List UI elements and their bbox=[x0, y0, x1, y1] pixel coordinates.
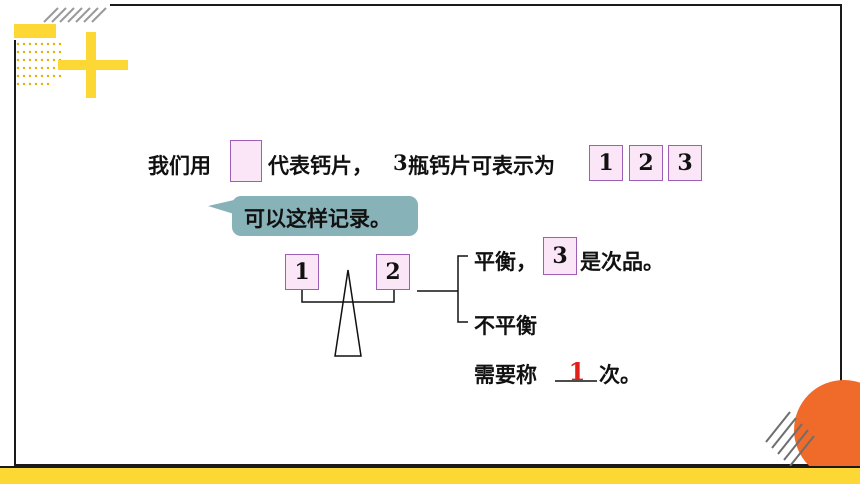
speech-bubble-text: 可以这样记录。 bbox=[244, 207, 391, 231]
bottle-box-3: 3 bbox=[668, 145, 702, 181]
balanced-suffix: 是次品。 bbox=[580, 250, 664, 274]
unbalanced-label: 不平衡 bbox=[474, 314, 537, 338]
weigh-prefix: 需要称 bbox=[474, 363, 537, 387]
bottle-box-1: 1 bbox=[589, 145, 623, 181]
bottom-right-decoration bbox=[765, 380, 860, 466]
weigh-suffix: 次。 bbox=[599, 363, 641, 387]
weigh-answer: 1 bbox=[568, 357, 586, 386]
scale-beam bbox=[301, 288, 395, 303]
calcium-tablet-symbol-box bbox=[230, 140, 262, 182]
scale-right-box: 2 bbox=[376, 254, 410, 290]
speech-bubble bbox=[232, 196, 418, 236]
line1-count: 3 bbox=[393, 150, 408, 175]
scale-fulcrum bbox=[334, 269, 362, 357]
defective-box: 3 bbox=[543, 237, 577, 275]
speech-bubble-tail bbox=[208, 200, 234, 214]
bottom-bar bbox=[0, 466, 860, 484]
bottle-box-2: 2 bbox=[629, 145, 663, 181]
top-left-decoration bbox=[14, 4, 128, 98]
line1-prefix: 我们用 bbox=[148, 154, 211, 178]
line1-middle: 代表钙片， bbox=[268, 154, 373, 178]
balanced-prefix: 平衡， bbox=[474, 250, 537, 274]
slide-frame bbox=[14, 4, 842, 466]
branch-bracket bbox=[457, 255, 468, 323]
line1-suffix: 瓶钙片可表示为 bbox=[408, 154, 555, 178]
scale-left-box: 1 bbox=[285, 254, 319, 290]
